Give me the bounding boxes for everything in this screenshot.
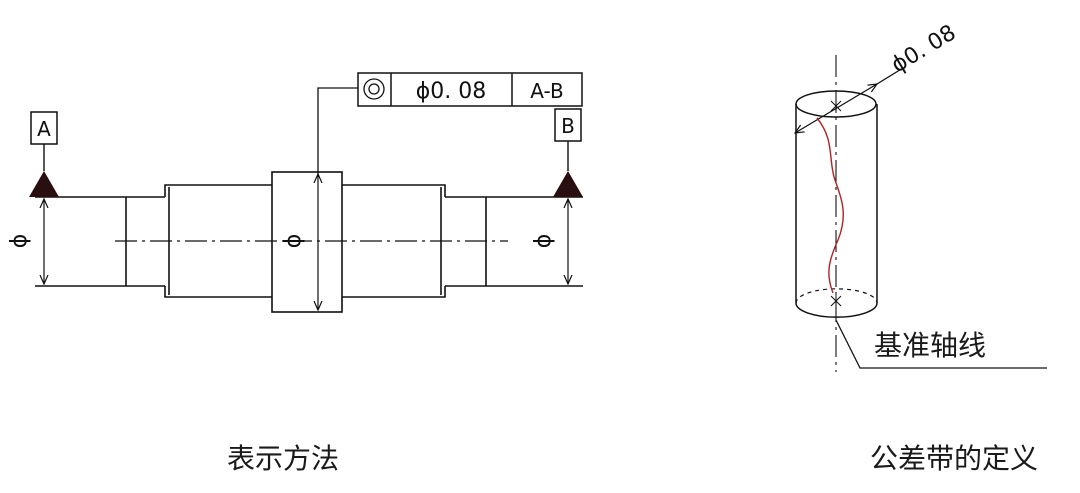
bottom-center-mark-icon — [830, 294, 842, 308]
right-diameter-symbol: ϕ — [531, 234, 556, 249]
datum-b-label: B — [561, 114, 575, 138]
right-diagram — [795, 55, 1047, 372]
datum-axis-label: 基准轴线 — [874, 329, 986, 362]
frame-datum-reference: A-B — [530, 79, 563, 103]
frame-tolerance-value: ϕ0. 08 — [416, 79, 487, 104]
tolerance-zone-label: ϕ0. 08 — [887, 20, 960, 78]
frame-leader-line — [317, 87, 358, 174]
collar-diameter-symbol: ϕ — [281, 234, 306, 249]
tolerance-diameter-dimension — [795, 84, 877, 133]
datum-a-label: A — [37, 117, 51, 141]
right-step-top — [342, 184, 446, 197]
cylinder-bottom-back — [795, 288, 878, 304]
datum-b-triangle-icon — [553, 171, 583, 197]
left-diameter-symbol: ϕ — [7, 234, 32, 249]
concentricity-symbol-inner-icon — [368, 83, 380, 95]
central-collar — [271, 171, 343, 313]
left-caption: 表示方法 — [227, 442, 339, 475]
feature-control-frame — [357, 72, 583, 107]
concentricity-symbol-icon — [363, 78, 385, 100]
right-step-bottom — [342, 286, 446, 298]
tolerance-leader-extension — [876, 67, 904, 85]
axis-label-leader — [835, 319, 1047, 369]
left-step-top — [164, 184, 272, 197]
datum-a-triangle-icon — [29, 171, 59, 197]
left-diagram — [30, 72, 583, 313]
left-step-bottom — [164, 286, 272, 298]
right-caption: 公差带的定义 — [870, 442, 1038, 475]
actual-axis-curve — [816, 117, 844, 294]
